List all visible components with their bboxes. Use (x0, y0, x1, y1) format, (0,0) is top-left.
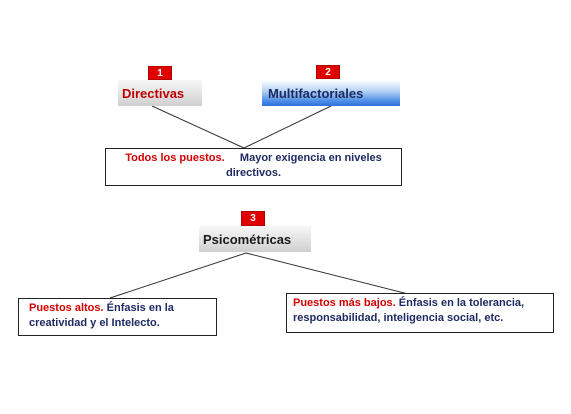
left-detail-box: Puestos altos. Énfasis en la creatividad… (18, 298, 217, 336)
connector-psicometricas-right (245, 252, 413, 296)
right-red-text: Puestos más bajos. (293, 297, 396, 309)
badge-3: 3 (241, 211, 265, 226)
summary-red-text: Todos los puestos. (125, 152, 225, 164)
category-psicometricas-label: Psicométricas (203, 231, 292, 247)
category-multifactoriales: Multifactoriales (262, 80, 400, 106)
summary-navy-text: Mayor exigencia en niveles directivos. (225, 152, 382, 179)
category-psicometricas: Psicométricas (199, 226, 311, 252)
right-navy-text: Énfasis en la tolerancia, responsabilida… (293, 297, 525, 324)
connector-directivas (151, 105, 245, 149)
left-red-text: Puestos altos. (29, 302, 104, 314)
category-multifactoriales-label: Multifactoriales (268, 85, 364, 101)
connector-psicometricas-left (109, 252, 247, 299)
badge-1: 1 (148, 66, 172, 80)
right-detail-box: Puestos más bajos. Énfasis en la toleran… (286, 293, 554, 333)
category-directivas: Directivas (118, 80, 202, 106)
summary-box: Todos los puestos. Mayor exigencia en ni… (105, 148, 402, 186)
left-navy-text: Énfasis en la creatividad y el Intelecto… (29, 302, 174, 329)
category-directivas-label: Directivas (122, 85, 185, 101)
connector-multifactoriales (243, 105, 332, 149)
badge-2: 2 (316, 65, 340, 79)
